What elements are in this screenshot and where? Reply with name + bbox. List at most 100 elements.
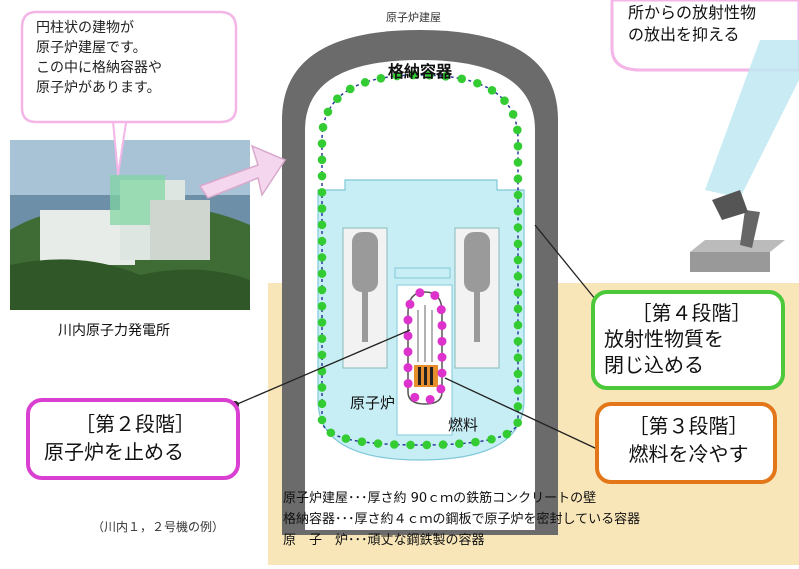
containment-dot xyxy=(317,383,327,392)
footer-note: 原子炉建屋･･･厚さ約 90ｃｍの鉄筋コンクリートの壁 xyxy=(283,491,597,506)
containment-dot xyxy=(513,174,523,184)
reactor-dot xyxy=(403,315,413,325)
containment-dot xyxy=(317,204,327,213)
spray-nozzle-device xyxy=(690,190,785,272)
containment-dot xyxy=(392,71,402,81)
callout-line: の放出を抑える xyxy=(628,25,740,44)
containment-dot xyxy=(317,269,327,278)
stage2-leader-line xyxy=(234,329,411,406)
reactor-dot xyxy=(410,392,420,402)
reactor-dot xyxy=(425,394,435,404)
containment-dot xyxy=(425,70,434,80)
top-left-callout-box xyxy=(20,10,238,124)
example-note: （川内１，２号機の例） xyxy=(92,520,225,534)
top-right-callout-box xyxy=(610,0,799,72)
containment-dot xyxy=(373,439,383,448)
footer-note: 格納容器･･･厚さ約４ｃｍの鋼板で原子炉を密封している容器 xyxy=(283,512,641,527)
containment-dot xyxy=(513,158,523,167)
containment-dot xyxy=(317,236,327,246)
containment-dot xyxy=(317,188,327,197)
containment-dot xyxy=(317,318,327,327)
containment-dot xyxy=(513,141,523,151)
steam-generator-right-stem xyxy=(474,292,480,342)
stage4-title: ［第４段階］ xyxy=(631,301,752,325)
stage4-callout: ［第４段階］ 放射性物質を 閉じ込める xyxy=(604,300,779,378)
containment-dot xyxy=(317,155,327,165)
top-left-callout: 円柱状の建物が 原子炉建屋です。 この中に格納容器や 原子炉があります。 xyxy=(36,18,231,98)
containment-dot xyxy=(422,440,432,450)
containment-dot xyxy=(513,402,523,411)
reactor-dot xyxy=(415,288,425,298)
containment-dot xyxy=(408,70,418,80)
containment-dot xyxy=(513,304,523,314)
containment-dot xyxy=(317,285,327,295)
containment-dot xyxy=(317,139,327,148)
power-plant-photo xyxy=(10,140,250,310)
containment-dot xyxy=(513,320,523,330)
reactor-dot xyxy=(437,368,447,378)
containment-dot xyxy=(454,439,464,449)
fuel-label: 燃料 xyxy=(448,416,479,434)
callout-line: 円柱状の建物が xyxy=(36,20,134,36)
stage3-leader-line xyxy=(444,377,611,456)
callout-line: この中に格納容器や xyxy=(36,60,162,76)
containment-dot xyxy=(341,434,351,443)
stage3-title: ［第３段階］ xyxy=(628,414,749,438)
reactor-dot xyxy=(403,379,413,389)
containment-label: 格納容器 xyxy=(388,62,453,81)
callout-line: 所からの放射性物 xyxy=(628,3,757,22)
containment-dot xyxy=(513,353,523,362)
steam-generator-left xyxy=(352,232,378,292)
stage3-box xyxy=(595,402,777,484)
reactor-dot xyxy=(437,336,447,346)
photo-caption: 川内原子力発電所 xyxy=(58,323,170,339)
containment-dot xyxy=(513,337,523,346)
containment-dot xyxy=(323,107,333,117)
stage2-text: 原子炉を止める xyxy=(44,440,184,464)
containment-dot xyxy=(487,434,496,444)
containment-dot xyxy=(318,123,328,132)
containment-dot xyxy=(376,73,386,83)
containment-dot xyxy=(345,84,355,94)
containment-dot xyxy=(513,272,523,281)
reactor-dots xyxy=(403,288,447,404)
containment-dot xyxy=(513,369,523,379)
containment-dot xyxy=(317,220,327,230)
containment-dot xyxy=(317,253,327,262)
containment-dot xyxy=(487,85,497,95)
stage4-box xyxy=(591,290,785,390)
reactor-dot xyxy=(437,320,447,330)
containment-dot xyxy=(513,385,523,395)
containment-dot xyxy=(513,206,523,216)
containment-dot xyxy=(357,437,367,447)
containment-dot xyxy=(360,78,370,87)
containment-dot xyxy=(317,399,327,409)
containment-dot xyxy=(473,78,482,88)
stage2-callout: ［第２段階］ 原子炉を止める xyxy=(40,410,230,466)
stage4-leader-line xyxy=(534,224,601,306)
reactor-dot xyxy=(437,352,447,362)
stage3-callout: ［第３段階］ 燃料を冷やす xyxy=(606,412,771,468)
containment-dot xyxy=(406,440,415,450)
stage2-title: ［第２段階］ xyxy=(75,412,195,436)
steam-generator-left-stem xyxy=(362,292,368,342)
central-bay-top xyxy=(394,267,451,279)
containment-dot xyxy=(317,350,327,360)
containment-dot xyxy=(502,429,512,439)
fuel-assembly xyxy=(414,365,438,387)
top-right-callout: 所からの放射性物 の放出を抑える xyxy=(628,2,799,46)
callout-line: 原子炉建屋です。 xyxy=(36,40,147,56)
containment-dot xyxy=(513,255,523,265)
footer-notes: 原子炉建屋･･･厚さ約 90ｃｍの鉄筋コンクリートの壁 格納容器･･･厚さ約４ｃ… xyxy=(283,488,640,551)
containment-dot xyxy=(513,125,522,135)
containment-dot xyxy=(513,190,523,200)
containment-dot xyxy=(326,428,336,438)
photo-to-building-arrow xyxy=(198,144,287,199)
reactor-label: 原子炉 xyxy=(350,394,396,412)
containment-dot xyxy=(333,94,342,104)
containment-dot xyxy=(441,71,450,81)
reactor-dot xyxy=(436,305,446,315)
reactor-dot xyxy=(430,290,440,300)
containment-dot xyxy=(513,223,523,232)
